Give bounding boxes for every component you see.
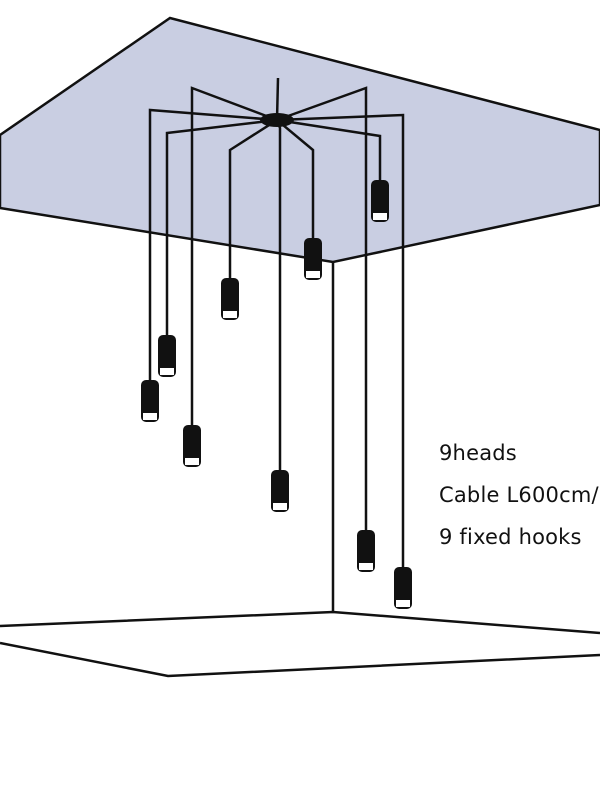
cable [148,108,278,380]
floor-bottom-edge [0,641,600,678]
pendant-light [357,530,375,572]
cable [276,113,405,567]
spec-cable-length: Cable L600cm/ [439,483,599,507]
pendant-light [304,238,322,280]
cable [165,118,278,335]
floor-top-edge [0,610,600,635]
canopy-hub [260,113,294,127]
spec-heads: 9heads [439,441,517,465]
pendant-light [271,470,289,512]
pendant-light [371,180,389,222]
pendant-light [394,567,412,609]
pendant-light [158,335,176,377]
cable [276,86,368,530]
spec-hooks: 9 fixed hooks [439,525,582,549]
pendants [141,180,412,609]
cable [276,118,382,180]
cable [228,118,278,278]
pendant-light [141,380,159,422]
cables [148,77,405,567]
cable [190,86,278,425]
cable [276,119,315,238]
canopy-stem [275,77,280,121]
pendant-light [221,278,239,320]
pendant-light [183,425,201,467]
